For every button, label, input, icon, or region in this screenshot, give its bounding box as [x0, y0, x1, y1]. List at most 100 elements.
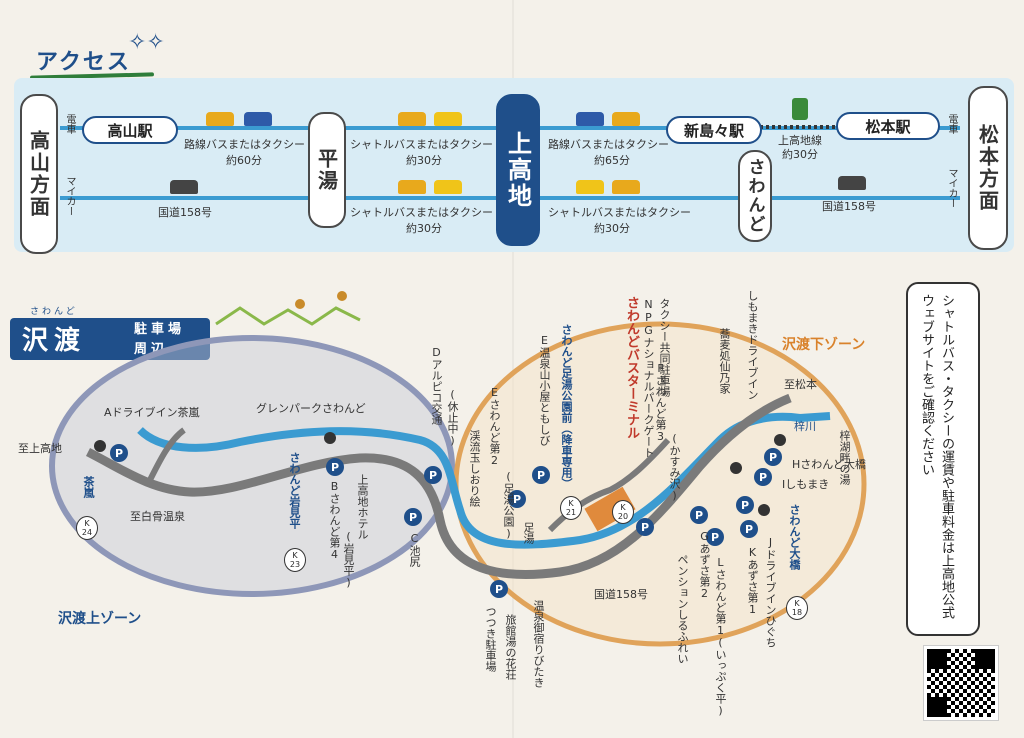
mode-train-left: 電車	[64, 114, 75, 134]
mode-car-right: マイカー	[946, 168, 957, 208]
seg4-top-mode: 上高地線	[778, 134, 822, 147]
parking-pin-b[interactable]: P	[326, 458, 344, 476]
seg1-top-mode: 路線バスまたはタクシー	[184, 138, 305, 151]
mode-train-right: 電車	[946, 114, 957, 134]
label-place-k: Kあずさ第1	[746, 546, 759, 616]
label-ashiyu-park: さわんど足湯公園前（降車専用）	[560, 324, 573, 489]
route-158-road	[85, 393, 792, 579]
shuttle-bus-icon	[434, 112, 462, 126]
map-svg	[49, 291, 867, 647]
label-bus-terminal: さわんどバスターミナル	[624, 296, 639, 439]
paper-fold	[512, 0, 514, 738]
label-place-h: Hさわんど大橋	[792, 458, 866, 471]
decor-zigzag	[215, 306, 361, 326]
bus-icon	[244, 112, 272, 126]
node-sawando: さわんど	[738, 150, 772, 242]
seg3-bottom-mode: シャトルバスまたはタクシー	[548, 206, 691, 219]
label-route158: 国道158号	[594, 588, 648, 601]
label-npg: NPGナショナルパークゲート	[642, 298, 655, 458]
parking-pin-g[interactable]: P	[690, 506, 708, 524]
label-place-e2: Eさわんど第2	[488, 386, 501, 467]
label-place-a: Aドライブイン茶嵐	[104, 406, 200, 419]
label-to-kamikochi: 至上高地	[18, 442, 62, 455]
label-lower-zone: 沢渡下ゾーン	[782, 337, 866, 353]
parking-pin-a[interactable]: P	[110, 444, 128, 462]
sparkle-icon: ✧✧	[128, 30, 165, 55]
parking-pin-c[interactable]: P	[404, 508, 422, 526]
car-icon	[170, 180, 198, 194]
taxi-icon	[612, 180, 640, 194]
label-ryokan-hana: 旅館湯の花荘	[504, 614, 517, 680]
parking-pin-e[interactable]: P	[532, 466, 550, 484]
dest-matsumoto: 松本方面	[968, 86, 1008, 250]
label-tsutsuki: つつき駐車場	[484, 606, 497, 672]
taxi-icon	[206, 112, 234, 126]
label-place-j: Jドライブインひぐち	[764, 536, 777, 648]
label-place-i: Iしもまき	[782, 478, 830, 491]
access-title: アクセス	[36, 50, 131, 75]
place-dot	[94, 440, 106, 452]
upper-zone-ellipse	[49, 335, 455, 597]
label-place-g: Gあずさ第2	[698, 530, 711, 600]
seg4-bottom-route: 国道158号	[822, 200, 876, 213]
station-matsumoto: 松本駅	[836, 112, 940, 140]
place-dot	[730, 462, 742, 474]
seg2-bottom-mode: シャトルバスまたはタクシー	[350, 206, 493, 219]
parking-pin-i[interactable]: P	[754, 468, 772, 486]
map-title-ruby: さわんど	[30, 307, 78, 317]
seg1-top-time: 約60分	[226, 154, 262, 167]
bus-terminal-building	[584, 486, 636, 532]
seg2-top-time: 約30分	[406, 154, 442, 167]
place-dot	[324, 432, 336, 444]
label-upper-zone: 沢渡上ゾーン	[58, 611, 142, 627]
dest-takayama: 高山方面	[20, 94, 58, 254]
parking-pin-e2[interactable]: P	[508, 490, 526, 508]
label-place-l: Lさわんど第1	[714, 556, 727, 637]
parking-pin-l[interactable]: P	[706, 528, 724, 546]
shuttle-bus-icon	[576, 180, 604, 194]
hub-kamikochi: 上高地	[496, 94, 540, 246]
parking-pin-tsutsuki[interactable]: P	[490, 580, 508, 598]
label-glenpark: グレンパークさわんど	[256, 402, 366, 415]
parking-pin-k[interactable]: P	[740, 520, 758, 538]
parking-pin-f[interactable]: P	[636, 518, 654, 536]
label-chaara: 茶嵐	[82, 476, 95, 498]
label-sobadokoro: 蕎麦処仙乃家	[718, 328, 731, 394]
label-place-l-sub: (いっぷく平)	[714, 636, 727, 717]
label-place-c: C池尻	[408, 532, 421, 567]
label-to-matsumoto: 至松本	[784, 378, 817, 391]
seg1-bottom-route: 国道158号	[158, 206, 212, 219]
decor-dot	[337, 291, 347, 301]
label-place-b-sub: (岩見平)	[342, 530, 355, 589]
parking-pin-j[interactable]: P	[736, 496, 754, 514]
label-place-e2-sub: (足湯公園)	[502, 470, 515, 540]
label-shimomaki-drivein: しもまきドライブイン	[746, 290, 759, 400]
label-place-f: Fさわんど第3	[654, 362, 667, 443]
fare-notice: シャトルバス・タクシーの運賃や駐車料金は上高地公式ウェブサイトをご確認ください	[906, 282, 980, 636]
label-sawando-ohashi: さわんど大橋	[788, 504, 801, 570]
label-ashiyu: 足湯	[522, 522, 535, 544]
label-azusako: 梓湖畔の湯	[838, 430, 851, 485]
label-e-hut: E温泉山小屋ともしび	[538, 334, 551, 446]
label-kamikochi-hotel: 上高地ホテル	[356, 474, 369, 540]
label-to-shirahone: 至白骨温泉	[130, 510, 185, 523]
station-shinshimashima: 新島々駅	[666, 116, 762, 144]
train-icon	[792, 98, 808, 120]
branch-road	[147, 427, 186, 482]
parking-pin-d[interactable]: P	[424, 466, 442, 484]
seg3-top-mode: 路線バスまたはタクシー	[548, 138, 669, 151]
label-place-d: Dアルピコ交通	[430, 346, 443, 425]
car-icon	[838, 176, 866, 190]
label-taxi-park: タクシー共同駐車場	[658, 298, 671, 397]
seg3-top-time: 約65分	[594, 154, 630, 167]
seg3-bottom-time: 約30分	[594, 222, 630, 235]
label-place-d-sub: (休止中)	[446, 388, 459, 447]
place-dot	[758, 504, 770, 516]
parking-pin-h[interactable]: P	[764, 448, 782, 466]
qr-code-icon[interactable]	[923, 645, 999, 721]
